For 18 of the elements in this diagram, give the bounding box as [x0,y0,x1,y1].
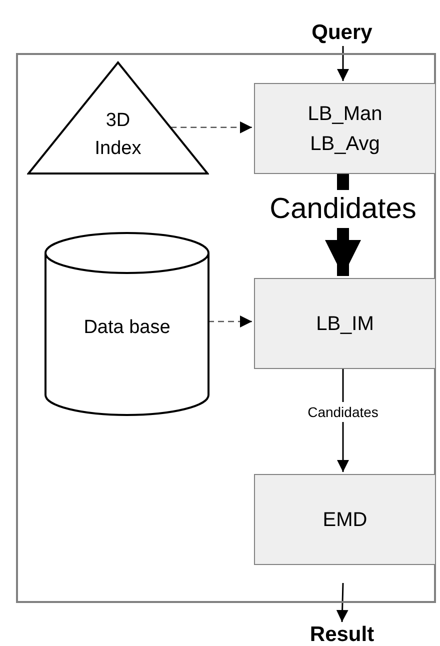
system-frame [16,53,436,603]
arrow [337,46,349,81]
index-triangle [27,61,209,175]
arrow [336,582,348,622]
process-box [254,83,436,174]
node-text: LB_IM [315,312,375,336]
process-box [254,278,436,369]
terminal-label: Query [312,22,372,42]
database-cylinder [44,231,210,417]
node-text: 3D Index [94,109,142,161]
arrow [170,121,252,134]
terminal-label: Result [310,624,374,644]
node-text: EMD [322,508,368,532]
node-text: Data base [84,316,170,340]
process-box [254,474,436,565]
node-text: LB_Man LB_Avg [306,102,384,156]
arrow [208,316,252,328]
edge-label: Candidates [306,402,380,422]
